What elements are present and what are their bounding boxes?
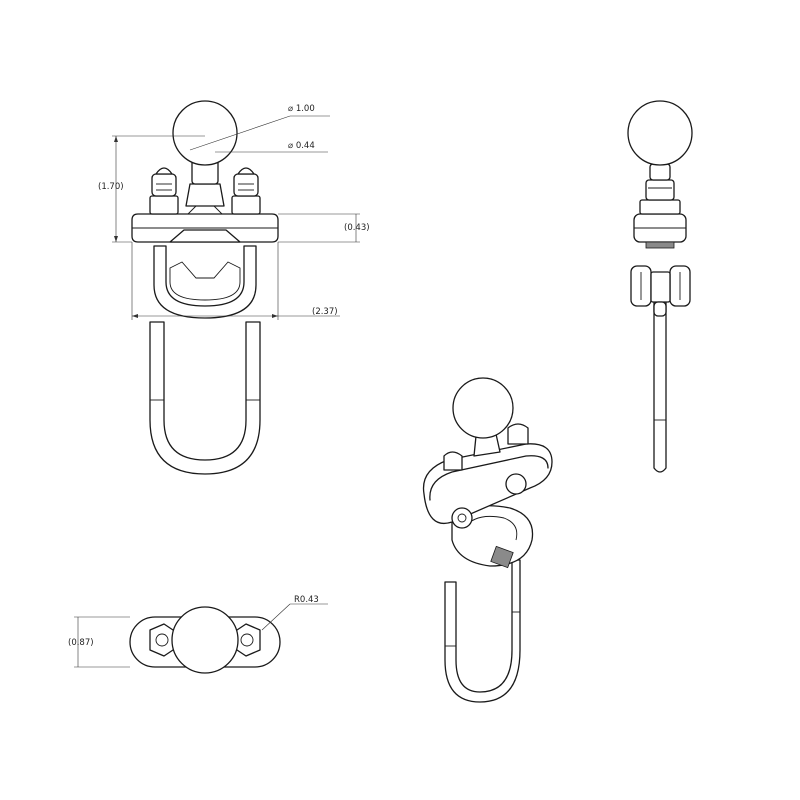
front-ball-stud (172, 100, 238, 207)
side-base (627, 100, 693, 249)
iso-nuts (443, 423, 529, 471)
top-view: (0.87) R0.43 (68, 595, 328, 674)
dim-top-depth (74, 616, 130, 668)
side-clamp-jaws (630, 265, 691, 317)
dim-ball-diameter-leader (189, 115, 330, 151)
isometric-view (422, 377, 553, 703)
dim-overall-height (112, 135, 205, 243)
dim-base-thickness (278, 213, 360, 243)
front-nut-right (231, 167, 261, 215)
dim-base-width-label: (2.37) (312, 307, 338, 317)
dim-base-thickness-label: (0.43) (344, 223, 370, 233)
front-u-bolt (149, 321, 261, 475)
dim-neck-diameter-label: ⌀ 0.44 (288, 141, 315, 151)
front-nut-left (149, 167, 179, 215)
side-view (627, 100, 693, 473)
dim-base-width (131, 242, 340, 320)
iso-u-bolt (444, 559, 521, 703)
dim-ball-diameter-label: ⌀ 1.00 (288, 104, 315, 114)
dim-top-depth-label: (0.87) (68, 638, 94, 648)
front-view: (1.70) ⌀ 1.00 ⌀ 0.44 (0.43) (2.37) (98, 100, 370, 475)
dim-end-radius-label: R0.43 (294, 595, 319, 605)
dim-overall-height-label: (1.70) (98, 182, 124, 192)
iso-ram-label (490, 545, 514, 569)
front-base-plate (131, 205, 279, 243)
dim-end-radius-leader (261, 603, 328, 631)
iso-ball-stud (452, 377, 514, 457)
side-rod (653, 297, 667, 473)
top-ball (171, 606, 239, 674)
front-cradle (153, 245, 257, 319)
